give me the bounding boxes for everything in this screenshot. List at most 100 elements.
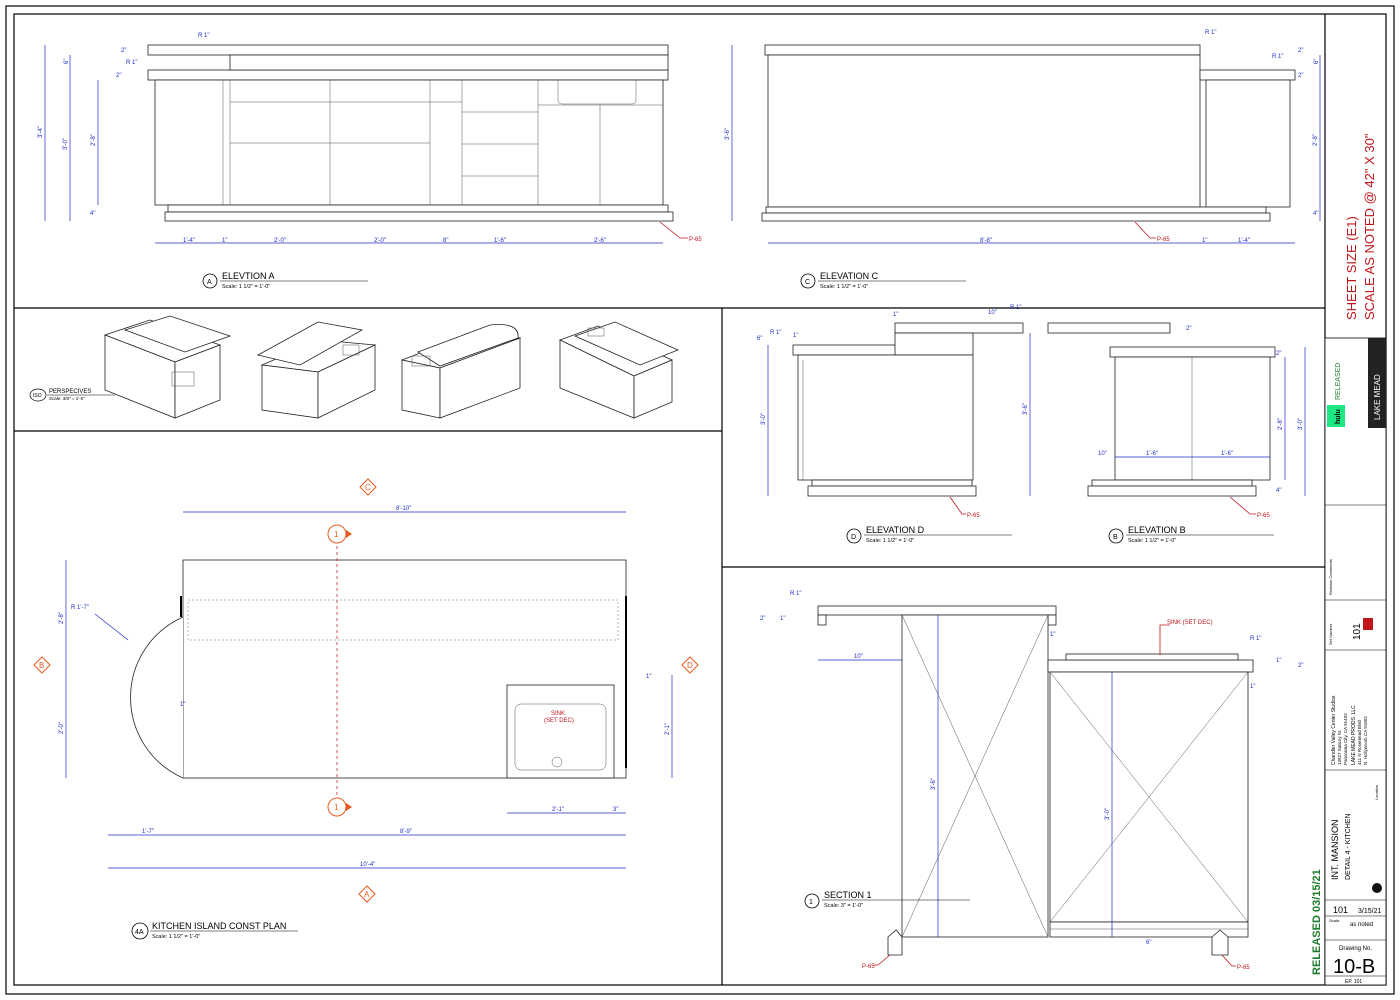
drawing-date: 3/15/21 [1358, 908, 1381, 915]
finish-note: P-65 [1237, 965, 1250, 971]
location-label: Location [1374, 785, 1379, 800]
scale-value: as noted [1350, 922, 1373, 928]
dim-label: 2'-8" [1313, 134, 1319, 146]
project-title: INT. MANSION [1330, 819, 1340, 880]
section-callout-c: C [359, 478, 377, 496]
elevation-d-view: 3'-0" 3'-6" 1" 10" R 1" R 1" 6" 1" P-65 … [757, 305, 1031, 544]
dim-label: 2'-0" [374, 238, 386, 244]
finish-note: P-65 [967, 513, 980, 519]
island-round-end [130, 616, 184, 779]
dim-label: 2'-0" [59, 722, 65, 734]
dim-label: 1" [780, 616, 785, 622]
sheet-border-outer [5, 5, 1395, 995]
callout-label: D [687, 661, 693, 670]
callout-label: A [364, 890, 370, 899]
sheet-size-note: SHEET SIZE (E1) [1344, 216, 1359, 320]
dim-label: 2" [1186, 326, 1191, 332]
section-callout-b: B [33, 656, 51, 674]
dim-label: 2" [116, 73, 121, 79]
dim-label: 3'-0" [1105, 808, 1111, 820]
upper-countertop [764, 44, 1201, 56]
finish-note: P-65 [1157, 237, 1170, 243]
dim-label: 1" [1050, 632, 1055, 638]
dim-label: 4" [1313, 211, 1318, 217]
elevation-b-view: 1'-6" 1'-6" 10" 2'-8" 3'-0" 4" 2" 2" P-6… [1047, 322, 1306, 544]
callout-label: 1 [334, 803, 339, 812]
radius-label: R 1" [1010, 305, 1021, 311]
company-name: LAKE MEAD [1373, 374, 1382, 420]
iso-view-1 [103, 315, 232, 419]
view-title: ELEVTION A [222, 271, 275, 281]
elev-a-bottom-dims: 1'-4" 1" 2'-0" 2'-0" 8" 1'-6" 2'-6" [183, 238, 606, 244]
dim-label: 2'-1" [552, 807, 564, 813]
episode-number: EP. 101 [1345, 979, 1362, 985]
stage-address-2: Panorama City, CA 91402 [1343, 713, 1348, 765]
finish-note: P-65 [689, 237, 702, 243]
dim-label: 10" [1098, 451, 1107, 457]
radius-label: R 1'-7" [71, 605, 89, 611]
released-stamp: RELEASED 03/15/21 [1311, 869, 1323, 975]
radius-label: R 1" [1250, 636, 1261, 642]
dim-label: 2'-8" [1278, 418, 1284, 430]
sink-label: SINK [551, 711, 565, 717]
studio-logo [1363, 618, 1373, 630]
dim-label: 1" [893, 312, 898, 318]
view-title: PERSPECIVES [49, 389, 91, 395]
dim-label: 2'-0" [274, 238, 286, 244]
radius-label: R 1" [790, 591, 801, 597]
dim-label: 3" [613, 807, 618, 813]
radius-label: R 1" [126, 60, 137, 66]
base-molding [765, 206, 1267, 214]
lower-countertop [147, 69, 669, 81]
network-logo: hulu [1335, 409, 1342, 424]
dim-label: 2'-1" [665, 723, 671, 735]
dim-label: 10" [988, 310, 997, 316]
finish-note: P-65 [862, 964, 875, 970]
view-tag: A [207, 279, 212, 286]
producer-address-1: 411 N Rosemead Blvd [1357, 720, 1362, 765]
dim-label: 2" [121, 48, 126, 54]
title-block: LAKE MEAD hulu RELEASED 101 Set Number R… [1324, 337, 1387, 986]
view-tag: 1 [809, 899, 813, 906]
dim-label: 8'-8" [980, 238, 992, 244]
dim-label: 1" [646, 674, 651, 680]
callout-label: C [365, 483, 371, 492]
view-tag: C [805, 279, 810, 286]
dim-label: 1'-6" [1146, 451, 1158, 457]
drawing-number: 10-B [1333, 956, 1375, 978]
dim-label: 4" [1276, 488, 1281, 494]
dim-label: 2'-8" [91, 134, 97, 146]
elevation-a-view: 1'-4" 1" 2'-0" 2'-0" 8" 1'-6" 2'-6" 3'-4… [38, 33, 702, 290]
dim-label: 1'-6" [1221, 451, 1233, 457]
section-callout-d: D [681, 656, 699, 674]
view-title: SECTION 1 [824, 890, 872, 900]
view-title: ELEVATION C [820, 271, 879, 281]
scale-label: Scale: [1329, 918, 1340, 923]
dim-label: 8" [443, 238, 448, 244]
dim-label: 3'-6" [931, 778, 937, 790]
set-number: 101 [1352, 623, 1363, 640]
sink-label: SINK (SET DEC) [1167, 620, 1213, 626]
dim-label: 6" [64, 59, 70, 64]
stage-address-1: 13927 Saticoy St. [1337, 730, 1342, 765]
iso-view-2 [256, 321, 377, 419]
base-molding [167, 204, 669, 213]
dim-label: 1" [222, 238, 227, 244]
union-seal [1372, 883, 1382, 893]
company-band [1368, 338, 1386, 428]
elevation-c-view: 8'-8" 1" 1'-4" 3'-6" 2'-8" 6" 2" 2" 4" R… [725, 30, 1321, 290]
detail-title: DETAIL 4 - KITCHEN [1345, 813, 1352, 880]
cabinet-back-panel [767, 54, 1201, 208]
dim-label: 2" [1298, 73, 1303, 79]
view-scale: Scale: 1 1/2" = 1'-0" [152, 934, 200, 940]
dim-label: 6" [1146, 940, 1151, 946]
dim-label: 1'-7" [142, 829, 154, 835]
dim-label: 3'-6" [1023, 403, 1029, 415]
callout-label: 1 [334, 530, 339, 539]
dim-label: 1'-6" [494, 238, 506, 244]
dim-label: 3'-0" [63, 138, 69, 150]
toe-kick [761, 212, 1271, 222]
radius-label: R 1" [1205, 30, 1216, 36]
section-cut-1-bottom: 1 [327, 797, 352, 817]
